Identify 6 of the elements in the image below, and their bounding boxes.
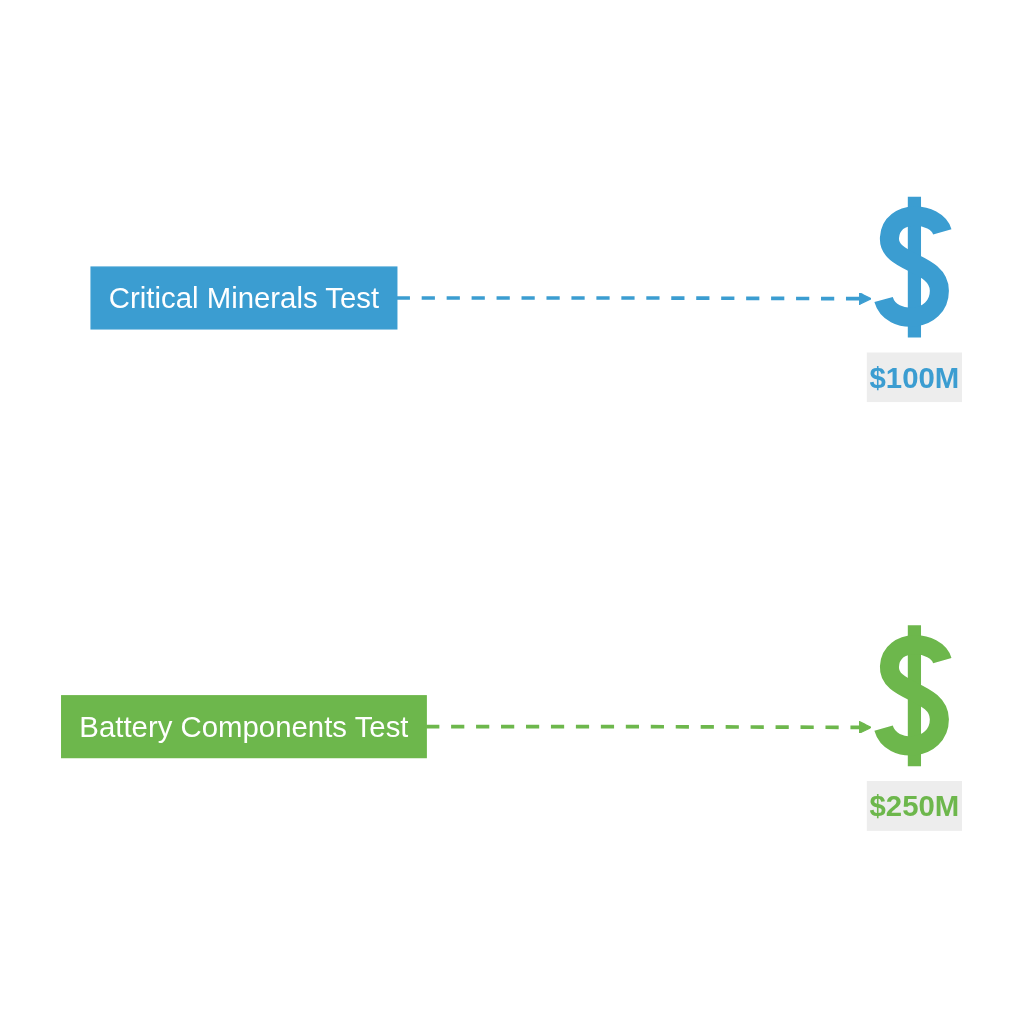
node-label: $250M	[869, 789, 960, 822]
node-box: Battery Components Test	[61, 694, 427, 758]
arrow	[396, 291, 872, 305]
arrow	[426, 720, 872, 734]
node-box: Critical Minerals Test	[90, 266, 398, 330]
node-label: $100M	[869, 360, 960, 394]
